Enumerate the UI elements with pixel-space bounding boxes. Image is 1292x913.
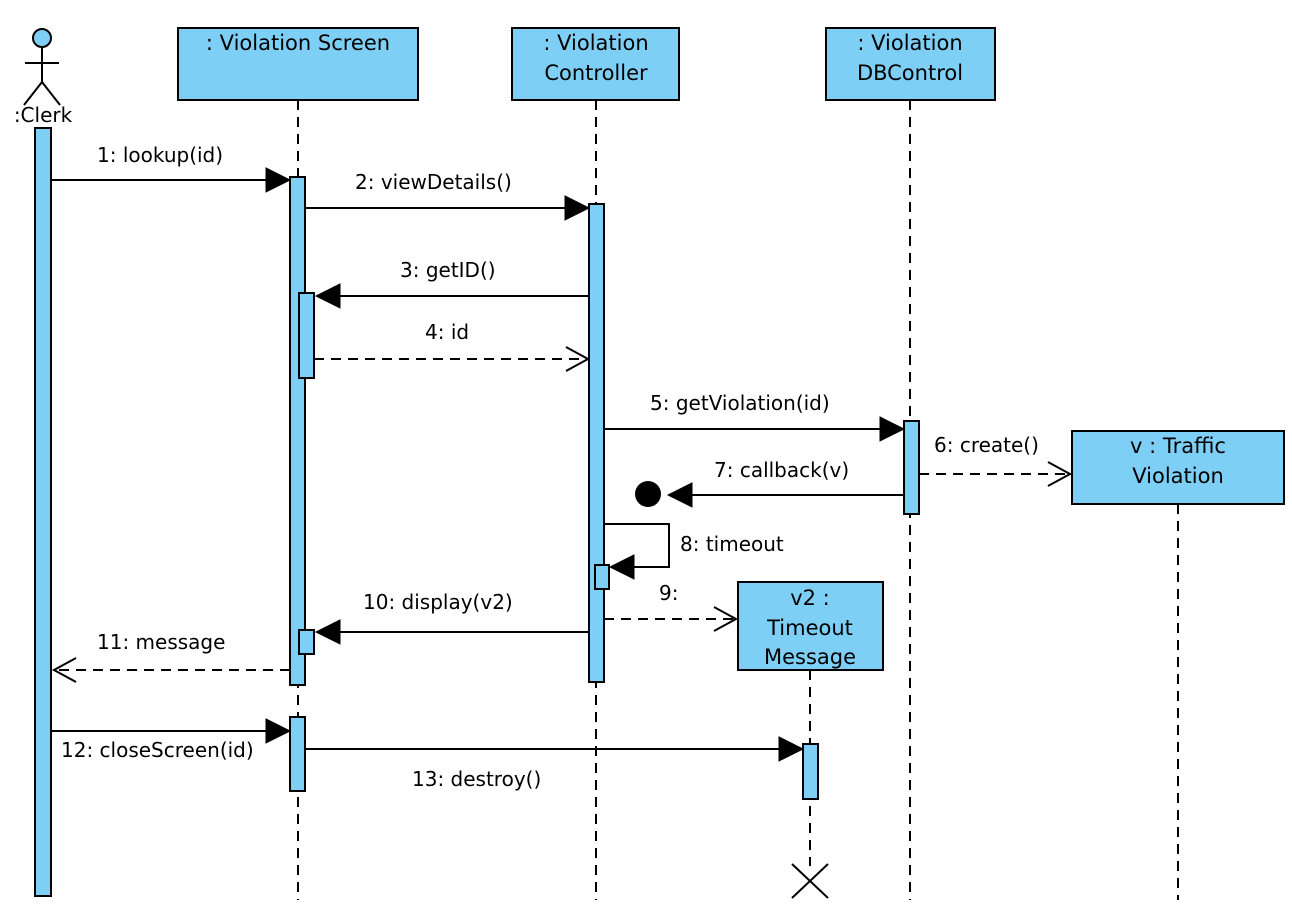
actor-clerk-label: :Clerk — [14, 103, 73, 127]
message-13-label: 13: destroy() — [412, 767, 541, 791]
participant-traffic-violation: v : Traffic Violation — [1071, 430, 1285, 505]
message-1: 1: lookup(id) — [51, 143, 292, 193]
message-2-label: 2: viewDetails() — [355, 170, 512, 194]
activation-screen-1 — [289, 176, 306, 686]
message-9: 9: — [604, 581, 739, 632]
message-12: 12: closeScreen(id) — [51, 718, 292, 762]
participant-timeout-message: v2 : Timeout Message — [737, 581, 884, 671]
message-5: 5: getViolation(id) — [604, 391, 906, 442]
message-8-label: 8: timeout — [680, 532, 784, 556]
message-7: 7: callback(v) — [635, 458, 904, 508]
participant-timeout-label-2: Timeout — [766, 616, 853, 640]
activation-controller-timeout — [594, 564, 610, 590]
participant-dbcontrol-label-1: : Violation — [857, 31, 962, 55]
participant-violation-screen: : Violation Screen — [177, 27, 419, 101]
message-1-label: 1: lookup(id) — [97, 143, 223, 167]
message-4-label: 4: id — [425, 320, 469, 344]
message-12-label: 12: closeScreen(id) — [61, 738, 254, 762]
message-9-label: 9: — [659, 581, 678, 605]
activation-dbcontrol — [903, 420, 920, 515]
activation-screen-display — [298, 629, 315, 655]
participant-violation-controller: : Violation Controller — [511, 27, 680, 101]
message-6-label: 6: create() — [934, 433, 1039, 457]
activation-timeout — [802, 743, 819, 800]
activation-clerk — [34, 127, 52, 897]
participant-traffic-label-2: Violation — [1132, 464, 1224, 488]
participant-screen-label: : Violation Screen — [206, 31, 390, 55]
message-3: 3: getID() — [314, 258, 589, 309]
message-8: 8: timeout — [604, 523, 784, 580]
participant-dbcontrol-label-2: DBControl — [857, 61, 963, 85]
actor-clerk: :Clerk — [14, 28, 73, 127]
message-7-label: 7: callback(v) — [714, 458, 849, 482]
activation-screen-getid — [298, 292, 315, 379]
lost-message-endpoint — [635, 481, 661, 507]
message-2: 2: viewDetails() — [305, 170, 591, 221]
destroy-x-icon — [791, 863, 829, 899]
participant-violation-dbcontrol: : Violation DBControl — [825, 27, 996, 101]
message-3-label: 3: getID() — [400, 258, 496, 282]
participant-timeout-label-1: v2 : — [790, 586, 830, 610]
activation-controller — [588, 203, 605, 683]
message-5-label: 5: getViolation(id) — [650, 391, 830, 415]
message-13: 13: destroy() — [305, 736, 805, 791]
participant-controller-label-2: Controller — [544, 61, 648, 85]
message-10: 10: display(v2) — [314, 590, 589, 645]
message-6: 6: create() — [919, 433, 1073, 487]
actor-head — [32, 28, 52, 48]
message-4: 4: id — [314, 320, 591, 372]
message-11-label: 11: message — [97, 630, 225, 654]
message-10-label: 10: display(v2) — [363, 590, 513, 614]
participant-timeout-label-3: Message — [764, 645, 856, 669]
message-11: 11: message — [51, 630, 290, 683]
activation-screen-2 — [289, 716, 306, 792]
participant-traffic-label-1: v : Traffic — [1130, 434, 1226, 458]
participant-controller-label-1: : Violation — [543, 31, 648, 55]
